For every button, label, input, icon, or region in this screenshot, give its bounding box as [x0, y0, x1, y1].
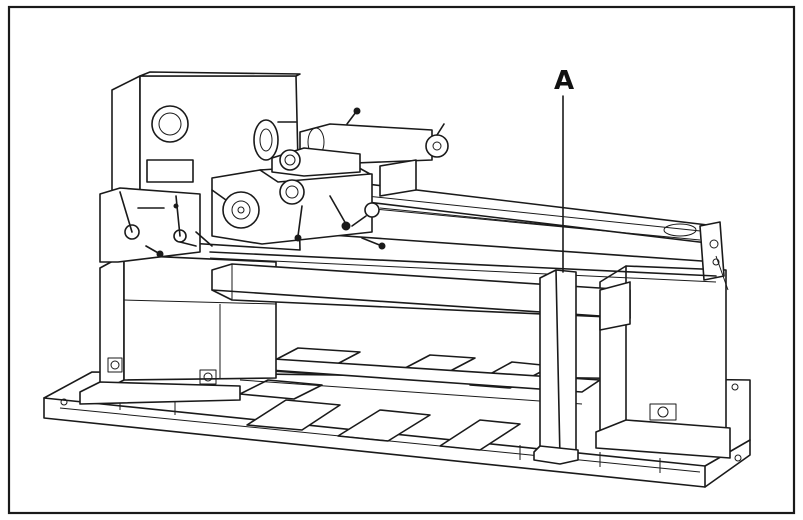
chip-pan [211, 263, 631, 331]
callout-label: A [554, 66, 574, 96]
tailstock-pedestal [595, 265, 731, 459]
carriage [179, 147, 386, 250]
support-stand [533, 269, 579, 465]
chuck [253, 119, 297, 161]
